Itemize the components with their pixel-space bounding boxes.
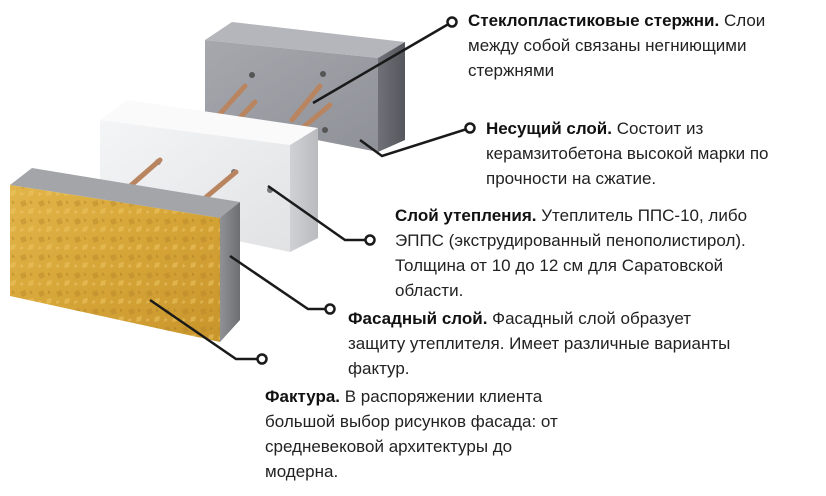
bearing-side	[378, 42, 405, 152]
label-texture-desc: В распоряжении клиента большой выбор рис…	[265, 387, 558, 481]
leader-facade-dot	[324, 303, 336, 315]
label-insulation-desc: Утеплитель ППС-10, либо ЭППС (экструдиро…	[395, 206, 748, 300]
label-facade-title: Фасадный слой.	[348, 309, 488, 328]
leader-insulation-dot	[364, 234, 376, 246]
rod	[215, 83, 248, 119]
label-bearing-desc: Состоит из керамзитобетона высокой марки…	[486, 119, 769, 188]
bearing-top	[205, 22, 405, 58]
label-texture: Фактура. В распоряжении клиента большой …	[265, 384, 590, 484]
label-bearing: Несущий слой. Состоит из керамзитобетона…	[486, 116, 816, 191]
leader-insulation	[267, 184, 370, 242]
label-insulation: Слой утепления. Утеплитель ППС-10, либо …	[395, 203, 795, 303]
label-facade: Фасадный слой. Фасадный слой образует за…	[348, 306, 743, 381]
rod	[125, 157, 163, 191]
label-facade-desc: Фасадный слой образует защиту утеплителя…	[348, 309, 731, 378]
label-rods: Стеклопластиковые стержни. Слои между со…	[468, 8, 818, 83]
label-rods-desc: Слои между собой связаны негниющими стер…	[468, 11, 766, 80]
leader-bearing	[359, 126, 471, 158]
label-texture-title: Фактура.	[265, 387, 341, 406]
label-bearing-title: Несущий слой.	[486, 119, 612, 138]
leader-texture	[149, 298, 262, 361]
facade-layer	[10, 168, 240, 342]
label-rods-title: Стеклопластиковые стержни.	[468, 11, 720, 30]
leader-texture-dot	[256, 353, 268, 365]
insulation-top	[100, 100, 318, 145]
rod	[202, 169, 239, 201]
leader-lines	[149, 16, 476, 365]
facade-side	[220, 202, 240, 342]
leader-bearing-dot	[464, 122, 476, 134]
rod	[289, 83, 323, 123]
facade-top	[10, 168, 240, 218]
insulation-side	[290, 128, 318, 252]
rod	[297, 102, 333, 133]
leader-facade	[229, 254, 330, 311]
leader-rods-dot	[446, 16, 458, 28]
label-insulation-title: Слой утепления.	[395, 206, 537, 225]
facade-texture-roughness	[10, 185, 220, 342]
leader-rods	[312, 20, 453, 105]
